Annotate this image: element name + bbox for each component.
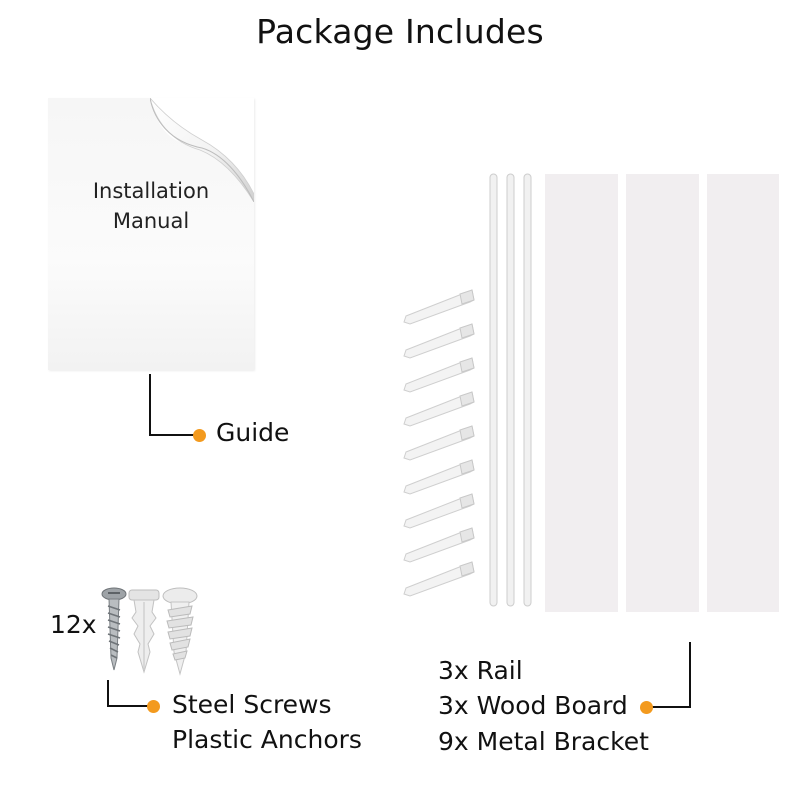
parts-connector-horizontal bbox=[650, 706, 691, 708]
manual-text: Installation Manual bbox=[48, 176, 254, 236]
wood-board-icon bbox=[545, 174, 618, 612]
parts-dot bbox=[640, 701, 653, 714]
screws-connector-vertical bbox=[107, 680, 109, 707]
rails bbox=[489, 173, 532, 607]
rail-label: 3x Rail bbox=[438, 656, 523, 685]
steel-screws-label: Steel Screws bbox=[172, 690, 332, 719]
guide-label: Guide bbox=[216, 418, 290, 447]
quantity-label: 12x bbox=[50, 610, 97, 639]
manual-text-line1: Installation bbox=[92, 179, 210, 203]
guide-connector-horizontal bbox=[149, 434, 195, 436]
screws-connector-horizontal bbox=[107, 705, 149, 707]
plastic-anchor-icon bbox=[128, 589, 160, 674]
plastic-anchors-label: Plastic Anchors bbox=[172, 725, 362, 754]
metal-brackets bbox=[403, 289, 475, 597]
wood-board-icon bbox=[707, 174, 779, 612]
page-title: Package Includes bbox=[256, 12, 544, 51]
guide-connector-vertical bbox=[149, 374, 151, 436]
wood-board-label: 3x Wood Board bbox=[438, 691, 628, 720]
manual-text-line2: Manual bbox=[112, 209, 190, 233]
guide-dot bbox=[193, 429, 206, 442]
drywall-anchor-icon bbox=[162, 587, 198, 676]
page-curl-icon bbox=[150, 98, 254, 202]
wood-board-icon bbox=[626, 174, 699, 612]
screws-dot bbox=[147, 700, 160, 713]
parts-connector-vertical bbox=[689, 642, 691, 708]
screw-icon bbox=[101, 587, 127, 671]
rail-icon bbox=[489, 173, 532, 607]
metal-bracket-label: 9x Metal Bracket bbox=[438, 727, 649, 756]
